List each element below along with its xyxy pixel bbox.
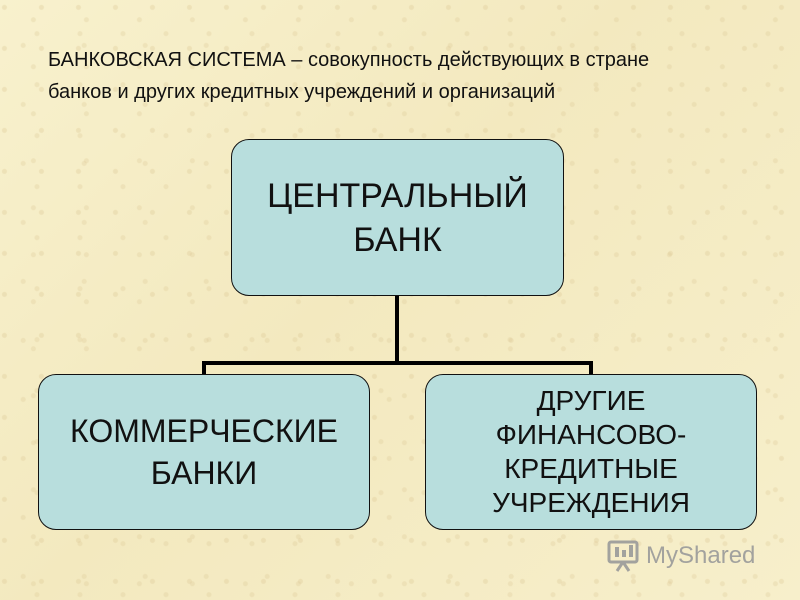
watermark-logo: MyShared xyxy=(606,536,755,576)
commercial-banks-label: КОММЕРЧЕСКИЕ БАНКИ xyxy=(70,413,338,491)
definition-text: БАНКОВСКАЯ СИСТЕМА – совокупность действ… xyxy=(48,44,768,108)
watermark-text: MyShared xyxy=(646,542,756,569)
commercial-banks-node: КОММЕРЧЕСКИЕ БАНКИ xyxy=(38,374,370,530)
presentation-board-icon xyxy=(606,539,640,573)
other-institutions-label: ДРУГИЕ ФИНАНСОВО- КРЕДИТНЫЕ УЧРЕЖДЕНИЯ xyxy=(492,385,690,518)
central-bank-node: ЦЕНТРАЛЬНЫЙ БАНК xyxy=(231,139,564,296)
definition-line-1: БАНКОВСКАЯ СИСТЕМА – совокупность действ… xyxy=(48,49,650,71)
central-bank-label: ЦЕНТРАЛЬНЫЙ БАНК xyxy=(267,176,528,259)
definition-line-2: банков и других кредитных учреждений и о… xyxy=(48,81,556,103)
other-institutions-node: ДРУГИЕ ФИНАНСОВО- КРЕДИТНЫЕ УЧРЕЖДЕНИЯ xyxy=(425,374,757,530)
